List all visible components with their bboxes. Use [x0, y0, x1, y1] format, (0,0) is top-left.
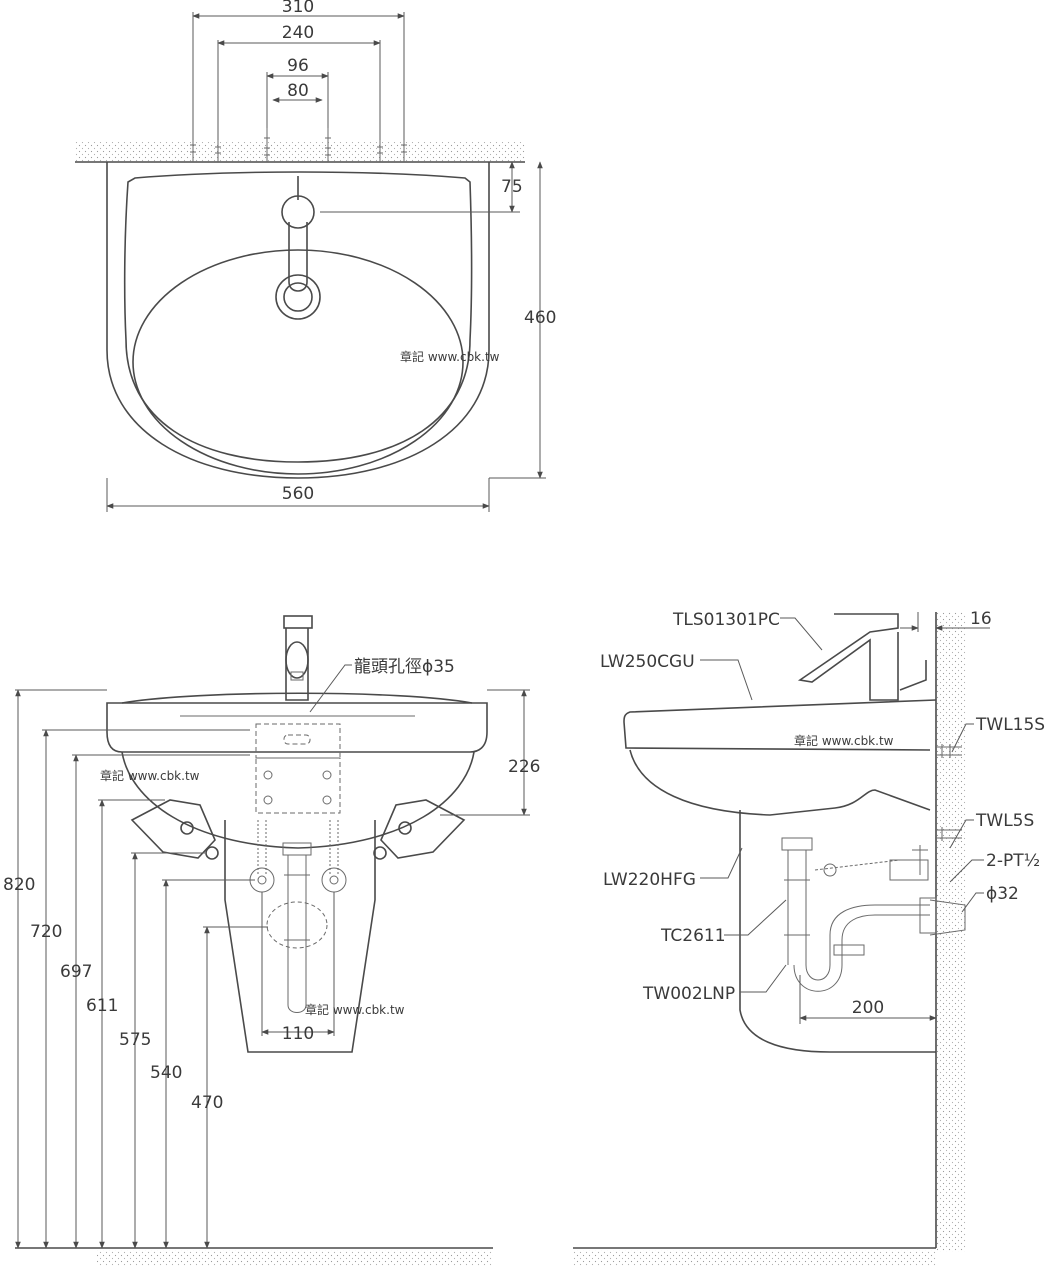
- dim-80-label: 80: [287, 81, 309, 101]
- dim-16-label: 16: [970, 609, 992, 629]
- basin-bowl-top: [132, 249, 464, 475]
- label-trap: TW002LNP: [642, 984, 735, 1004]
- label-anchor-large: TWL15S: [975, 715, 1045, 735]
- front-left-dims: [15, 689, 268, 1249]
- dim-460-label: 460: [524, 308, 556, 328]
- label-pedestal: LW220HFG: [603, 870, 696, 890]
- overflow-slot: [283, 734, 311, 745]
- faucet-hole-leader: [309, 664, 352, 713]
- basin-front: [106, 702, 488, 753]
- basin-rim-top: [123, 171, 473, 463]
- watermark-side: 章記 www.cbk.tw: [794, 733, 894, 748]
- dim-75-label: 75: [501, 177, 523, 197]
- label-anchor-small: TWL5S: [975, 811, 1034, 831]
- dim-697-label: 697: [60, 962, 92, 982]
- faucet-hole-label: 龍頭孔徑ϕ35: [354, 657, 455, 677]
- label-basin: LW250CGU: [600, 652, 695, 672]
- front-floor-hatch: [97, 1250, 493, 1266]
- dim-540-label: 540: [150, 1063, 182, 1083]
- label-drain: TC2611: [660, 926, 726, 946]
- watermark-front-2: 章記 www.cbk.tw: [305, 1002, 405, 1017]
- faucet-side: [797, 613, 927, 701]
- dim-200-label: 200: [852, 998, 884, 1018]
- label-faucet: TLS01301PC: [672, 610, 780, 630]
- label-pipe: ϕ32: [986, 884, 1019, 904]
- basin-outline-top: [106, 162, 490, 479]
- bracket-right: [373, 799, 466, 860]
- basin-front-bowl: [121, 751, 475, 849]
- pedestal-front: [224, 820, 376, 1053]
- dim-720-label: 720: [30, 922, 62, 942]
- dim-226-label: 226: [508, 757, 540, 777]
- faucet-front: [283, 615, 313, 701]
- dim-470-label: 470: [191, 1093, 223, 1113]
- label-stop-valve: 2-PT½: [986, 851, 1040, 871]
- dim-611-label: 611: [86, 996, 118, 1016]
- wall-anchors-top: [190, 128, 407, 162]
- front-drain: [249, 820, 347, 1013]
- side-leaders: [700, 617, 984, 993]
- mount-screws: [263, 770, 332, 805]
- bracket-left: [130, 799, 219, 860]
- top-wall-hatch: [75, 142, 525, 162]
- side-view: 16 200 TLS01301PC LW250CGU LW220HFG TC26…: [573, 609, 1045, 1266]
- dim-110-label: 110: [282, 1024, 314, 1044]
- watermark-front-1: 章記 www.cbk.tw: [100, 768, 200, 783]
- basin-side-bowl: [629, 749, 931, 816]
- dim-575-label: 575: [119, 1030, 151, 1050]
- wall-anchors-side: [912, 744, 962, 875]
- front-view: 龍頭孔徑ϕ35 226 820 720 697 611 575 540: [3, 615, 540, 1266]
- dim-820-label: 820: [3, 875, 35, 895]
- dim-310-label: 310: [282, 0, 314, 17]
- dim-240-label: 240: [282, 23, 314, 43]
- pedestal-side: [739, 810, 936, 1053]
- top-dims: [192, 12, 405, 140]
- drain-side: [781, 837, 966, 992]
- basin-front-top: [121, 692, 473, 704]
- basin-side: [623, 699, 937, 751]
- watermark-top: 章記 www.cbk.tw: [400, 349, 500, 364]
- dim-96-label: 96: [287, 56, 309, 76]
- mount-box-lower: [255, 757, 341, 814]
- side-floor-hatch: [573, 1250, 936, 1266]
- top-view: 310 240 96 80 75 460 560 章記 www.cbk.tw: [75, 0, 556, 512]
- faucet-top: [275, 176, 321, 320]
- dim-560-label: 560: [282, 484, 314, 504]
- mount-box-upper: [255, 723, 341, 759]
